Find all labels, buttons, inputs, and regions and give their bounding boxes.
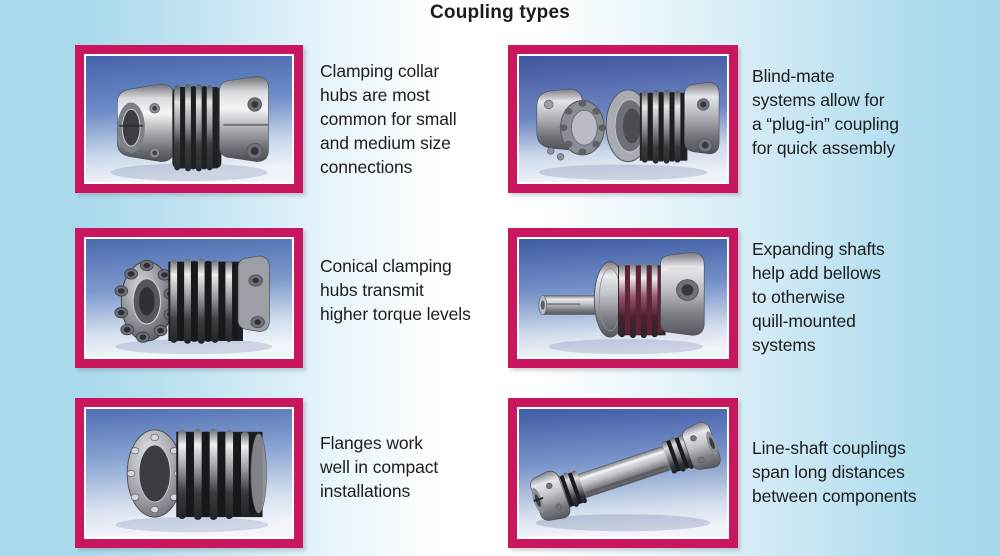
photo-line-shaft-couplings: [519, 409, 727, 537]
photo-expanding-shafts: [519, 239, 727, 357]
photo-blind-mate-systems: [519, 56, 727, 182]
photo-frame: [75, 45, 303, 193]
caption-blind-mate-systems: Blind-mate systems allow for a “plug-in”…: [752, 66, 899, 158]
photo-conical-clamping-hubs: [86, 239, 292, 357]
photo-frame: [75, 228, 303, 368]
caption-expanding-shafts: Expanding shafts help add bellows to oth…: [752, 239, 885, 355]
caption-conical-clamping-hubs: Conical clamping hubs transmit higher to…: [320, 256, 471, 324]
page-title: Coupling types: [429, 2, 571, 23]
photo-frame: [75, 398, 303, 548]
photo-frame: [508, 398, 738, 548]
caption-clamping-collar-hubs: Clamping collar hubs are most common for…: [320, 61, 457, 177]
photo-flanges: [86, 409, 292, 537]
caption-line-shaft-couplings: Line-shaft couplings span long distances…: [752, 438, 917, 506]
caption-flanges: Flanges work well in compact installatio…: [320, 433, 439, 501]
photo-clamping-collar-hubs: [86, 56, 292, 182]
photo-frame: [508, 45, 738, 193]
photo-frame: [508, 228, 738, 368]
